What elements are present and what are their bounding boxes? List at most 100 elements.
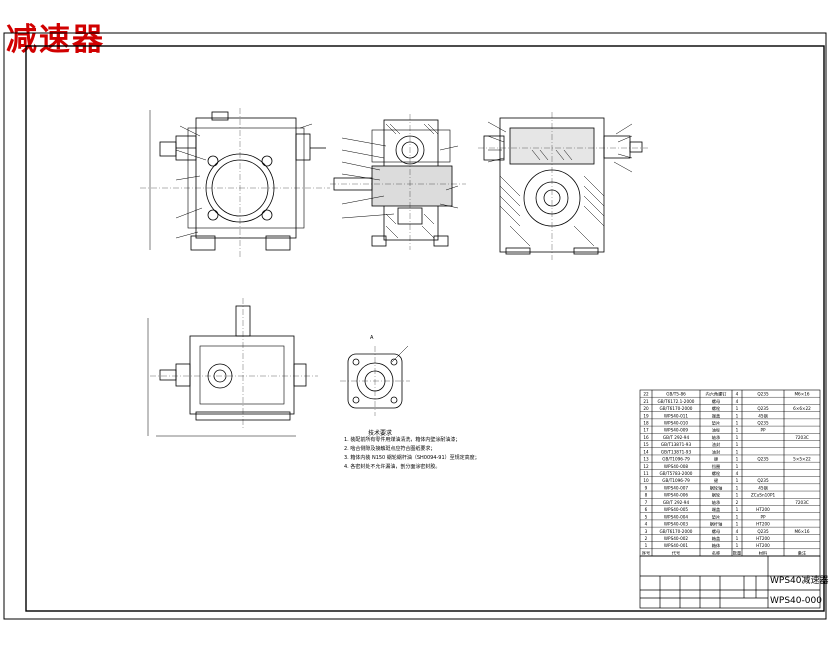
bom-cell: HT200 (756, 536, 770, 541)
title-block-code: WPS40-000 (770, 596, 822, 606)
bom-cell: 键 (714, 456, 719, 463)
bom-cell: 4 (736, 529, 739, 534)
bom-cell: GB/T13871-93 (661, 442, 692, 447)
bom-cell: 1 (736, 435, 739, 440)
bom-cell: HT200 (756, 507, 770, 512)
bom-cell: 1 (645, 543, 648, 548)
bom-cell: 5 (645, 514, 648, 519)
bom-cell: 20 (643, 406, 649, 411)
bom-cell: 7203C (795, 435, 809, 440)
bom-cell: 18 (643, 420, 649, 425)
bom-cell: 2 (645, 536, 648, 541)
bom-header-cell: 数量 (733, 549, 741, 556)
bom-cell: GB/T6170-2000 (660, 406, 693, 411)
bom-header-cell: 材料 (759, 549, 768, 556)
bom-cell: 轴承 (712, 434, 721, 441)
bom-cell: 11 (643, 471, 649, 476)
bom-cell: 45钢 (758, 412, 768, 419)
front-view-leaders (175, 123, 313, 239)
bom-cell: 15 (643, 442, 649, 447)
bom-cell: M6×16 (794, 529, 809, 534)
bom-cell: Q235 (757, 392, 769, 397)
bom-cell: 蜗轮轴 (710, 484, 723, 491)
bom-cell: WPS40-006 (664, 493, 688, 498)
bom-cell: 螺母 (712, 398, 720, 405)
bom-cell: 1 (736, 522, 739, 527)
bom-cell: 1 (736, 428, 739, 433)
bom-cell: 6×6×22 (793, 406, 811, 411)
front-view (140, 108, 330, 258)
bom-cell: 5×5×22 (793, 457, 811, 462)
bom-cell: 4 (736, 392, 739, 397)
bom-cell: Q235 (757, 457, 769, 462)
top-view-leaders (487, 121, 633, 173)
bill-of-materials-grid (639, 389, 821, 557)
bom-cell: 16 (643, 435, 649, 440)
bom-cell: 17 (643, 428, 649, 433)
technical-note-3: 3. 箱体内装 N150 蜗轮蜗杆油（SH0094-91）至规定高度； (344, 455, 480, 461)
bom-cell: GB/T 292-94 (663, 435, 690, 440)
bom-cell: 螺母 (712, 528, 720, 535)
bom-header-cell: 序号 (642, 549, 650, 556)
bom-cell: Q235 (757, 406, 769, 411)
bom-cell: 箱体 (712, 542, 721, 549)
bom-cell: 3 (645, 529, 648, 534)
bom-cell: 13 (643, 457, 649, 462)
bom-cell: 1 (736, 536, 739, 541)
bom-cell: GB/T13871-93 (661, 449, 692, 454)
bom-cell: HT200 (756, 543, 770, 548)
bom-cell: 油封 (712, 448, 720, 455)
technical-note-1: 1. 装配前所有零件用煤油清洗，箱体内壁涂耐油漆； (344, 437, 461, 443)
bom-cell: 9 (645, 485, 648, 490)
bom-cell: 1 (736, 543, 739, 548)
bom-header-cell: 备注 (798, 549, 807, 556)
bom-cell: 轴承 (712, 499, 721, 506)
bom-cell: GB/T 292-94 (663, 500, 690, 505)
bom-cell: 19 (643, 413, 649, 418)
bom-cell: WPS40-008 (664, 464, 688, 469)
bom-cell: 22 (643, 392, 649, 397)
bom-cell: 1 (736, 485, 739, 490)
bom-cell: Q235 (757, 478, 769, 483)
bom-header-cell: 名称 (712, 549, 720, 556)
side-view-leaders (341, 137, 459, 219)
bom-cell: Q235 (757, 529, 769, 534)
bom-cell: WPS40-002 (664, 536, 688, 541)
bom-cell: 箱盖 (712, 535, 720, 542)
bom-cell: 油标 (712, 427, 720, 434)
bom-cell: 油封 (712, 441, 720, 448)
bom-cell: WPS40-009 (664, 428, 688, 433)
top-view-hatch (499, 149, 605, 247)
bom-cell: GB/T6170-2000 (660, 529, 693, 534)
bom-cell: GB/T1096-79 (662, 478, 690, 483)
bom-cell: WPS40-011 (664, 413, 688, 418)
bom-cell: WPS40-005 (664, 507, 688, 512)
bom-cell: 12 (643, 464, 649, 469)
bom-cell: 1 (736, 478, 739, 483)
bom-cell: WPS40-003 (664, 522, 688, 527)
title-block-name: WPS40减速器 (770, 576, 829, 586)
bom-cell: 1 (736, 464, 739, 469)
bom-cell: 14 (643, 449, 649, 454)
bom-cell: GB/T5-86 (666, 392, 686, 397)
bom-cell: 挡圈 (712, 463, 720, 470)
bom-cell: 7203C (795, 500, 809, 505)
bom-cell: 6 (645, 507, 648, 512)
bom-cell: WPS40-004 (664, 514, 688, 519)
bom-cell: PP (760, 514, 766, 519)
title-block (639, 555, 821, 609)
bom-cell: 1 (736, 449, 739, 454)
bom-cell: 8 (645, 493, 648, 498)
bom-cell: 1 (736, 420, 739, 425)
side-view-hatch (385, 123, 439, 239)
technical-note-4: 4. 各密封处不允许漏油，剖分面涂密封胶。 (344, 464, 441, 470)
bom-cell: 蜗轮 (712, 492, 721, 499)
outer-frame (3, 32, 827, 620)
bom-cell: 螺栓 (712, 470, 721, 477)
bom-cell: 4 (736, 471, 739, 476)
bom-cell: 垫片 (712, 419, 720, 426)
bom-cell: 垫片 (712, 513, 720, 520)
bom-cell: 端盖 (712, 506, 720, 513)
bom-cell: GB/T5783-2000 (660, 471, 693, 476)
